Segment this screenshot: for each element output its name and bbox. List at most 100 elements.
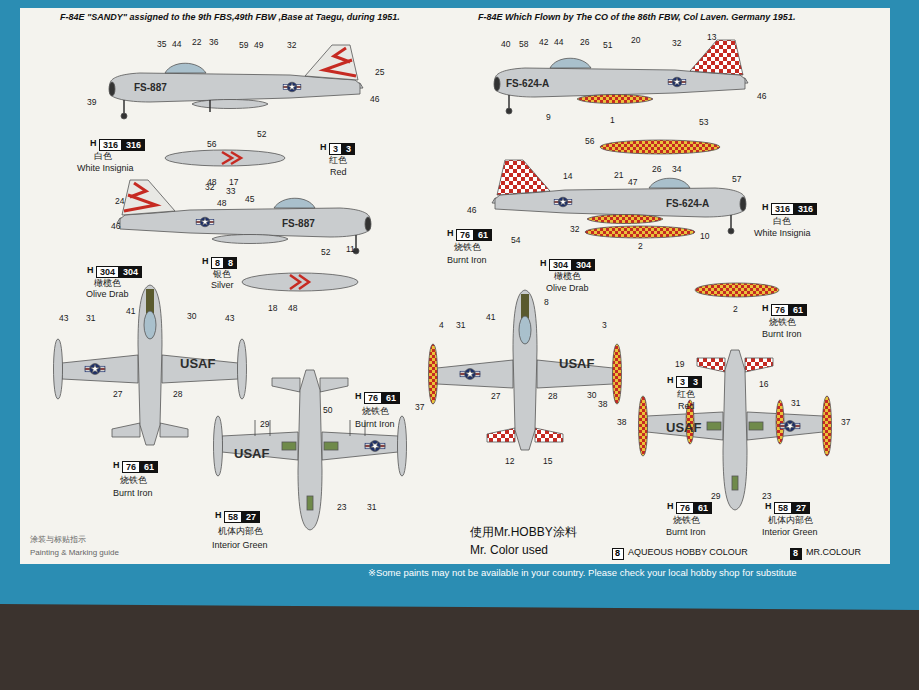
callout-number: 13 bbox=[707, 33, 716, 42]
callout-number: 2 bbox=[638, 242, 643, 251]
paint-code: 304 bbox=[123, 267, 138, 277]
callout-number: 56 bbox=[585, 137, 594, 146]
paint-code: 76 bbox=[368, 393, 378, 403]
callout-number: 21 bbox=[614, 171, 623, 180]
callout-number: 25 bbox=[375, 68, 384, 77]
paint-name: Burnt Iron bbox=[113, 489, 153, 499]
paint-code-box-dark: 61 bbox=[694, 502, 712, 514]
illustration-g bbox=[492, 160, 746, 234]
callout-number: 47 bbox=[628, 178, 637, 187]
paint-name: Silver bbox=[211, 281, 234, 291]
illustration-polyline bbox=[299, 275, 309, 289]
callout-number: 2 bbox=[733, 305, 738, 314]
fuselage-code: FS-624-A bbox=[506, 78, 549, 89]
paint-brand: H bbox=[113, 461, 120, 471]
illustration-ellipse bbox=[776, 400, 784, 444]
paint-code-box: 76 bbox=[364, 392, 382, 404]
paint-name: Burnt Iron bbox=[447, 256, 487, 266]
callout-number: 8 bbox=[544, 298, 549, 307]
callout-number: 28 bbox=[548, 392, 557, 401]
paint-name-cn: 橄榄色 bbox=[554, 272, 581, 282]
callout-number: 14 bbox=[563, 172, 572, 181]
paint-code: 3 bbox=[680, 377, 685, 387]
paint-code: 3 bbox=[333, 144, 338, 154]
paint-name: Burnt Iron bbox=[355, 420, 395, 430]
paint-code-box: 8 bbox=[211, 257, 224, 269]
paint-code-box-dark: 8 bbox=[224, 257, 237, 269]
callout-number: 52 bbox=[257, 130, 266, 139]
callout-number: 26 bbox=[652, 165, 661, 174]
illustration-ellipse bbox=[695, 283, 779, 297]
illustration-use bbox=[283, 82, 301, 92]
illustration-use bbox=[587, 215, 663, 224]
paint-name: Burnt Iron bbox=[666, 528, 706, 538]
callout-number: 56 bbox=[207, 140, 216, 149]
illustration-rect bbox=[282, 442, 296, 450]
paint-code-box-dark: 304 bbox=[119, 266, 142, 278]
illustration-ellipse bbox=[600, 140, 720, 154]
callout-number: 1 bbox=[610, 116, 615, 125]
callout-number: 23 bbox=[762, 492, 771, 501]
paint-name-cn: 烧铁色 bbox=[362, 407, 389, 417]
illustration-rect bbox=[324, 442, 338, 450]
legend-text: MR.COLOUR bbox=[806, 547, 861, 559]
illustration-polyline bbox=[231, 152, 241, 164]
illustration-use bbox=[513, 290, 537, 450]
wing-marking: USAF bbox=[559, 357, 594, 371]
illustration-polyline bbox=[334, 48, 350, 62]
illustration-polyline bbox=[124, 195, 156, 211]
illustration-g bbox=[109, 45, 363, 119]
illustration-line bbox=[730, 215, 732, 229]
illustration-use bbox=[554, 197, 572, 207]
paint-name-cn: 烧铁色 bbox=[769, 318, 796, 328]
illustration-use bbox=[165, 63, 206, 73]
callout-number: 29 bbox=[711, 492, 720, 501]
illustration-ellipse bbox=[165, 150, 285, 166]
callout-number: 52 bbox=[321, 248, 330, 257]
illustration-circle bbox=[121, 113, 127, 119]
illustration-use bbox=[668, 77, 686, 87]
callout-number: 48 bbox=[217, 199, 226, 208]
illustration-rect bbox=[307, 496, 313, 510]
callout-number: 48 bbox=[288, 304, 297, 313]
paint-brand: H bbox=[90, 139, 97, 149]
callout-number: 31 bbox=[86, 314, 95, 323]
illustration-g bbox=[429, 290, 622, 450]
callout-number: 11 bbox=[346, 245, 355, 254]
paint-brand: H bbox=[215, 511, 222, 521]
illustration-use bbox=[577, 95, 653, 104]
callout-number: 37 bbox=[841, 418, 850, 427]
paint-code: 8 bbox=[228, 258, 233, 268]
illustration-use bbox=[196, 217, 214, 227]
paint-code-box-dark: 3 bbox=[342, 143, 355, 155]
paint-brand: H bbox=[762, 203, 769, 213]
callout-number: 42 bbox=[539, 38, 548, 47]
callout-number: 44 bbox=[554, 38, 563, 47]
illustration-ellipse bbox=[585, 226, 695, 238]
fuselage-code: FS-887 bbox=[134, 82, 167, 93]
callout-number: 27 bbox=[113, 390, 122, 399]
paint-brand: H bbox=[667, 376, 674, 386]
illustration-use bbox=[780, 421, 800, 432]
paint-code-box: 58 bbox=[224, 511, 242, 523]
paint-name: Olive Drab bbox=[546, 284, 589, 294]
paint-code: 58 bbox=[778, 503, 788, 513]
paint-name: Red bbox=[330, 168, 347, 178]
callout-number: 49 bbox=[254, 41, 263, 50]
paint-brand: H bbox=[320, 143, 327, 153]
illustration-line bbox=[355, 235, 357, 249]
paint-code: 3 bbox=[693, 377, 698, 387]
callout-number: 31 bbox=[791, 399, 800, 408]
callout-number: 36 bbox=[209, 38, 218, 47]
swatch-number: 8 bbox=[793, 549, 798, 559]
paint-brand: H bbox=[765, 502, 772, 512]
illustration-line bbox=[508, 95, 510, 109]
callout-number: 28 bbox=[173, 390, 182, 399]
legend-text: AQUEOUS HOBBY COLOUR bbox=[628, 547, 748, 559]
callout-number: 58 bbox=[519, 40, 528, 49]
paint-name: Olive Drab bbox=[86, 290, 129, 300]
paint-brand: H bbox=[202, 257, 209, 267]
illustration-circle bbox=[506, 108, 512, 114]
paint-brand: H bbox=[355, 392, 362, 402]
